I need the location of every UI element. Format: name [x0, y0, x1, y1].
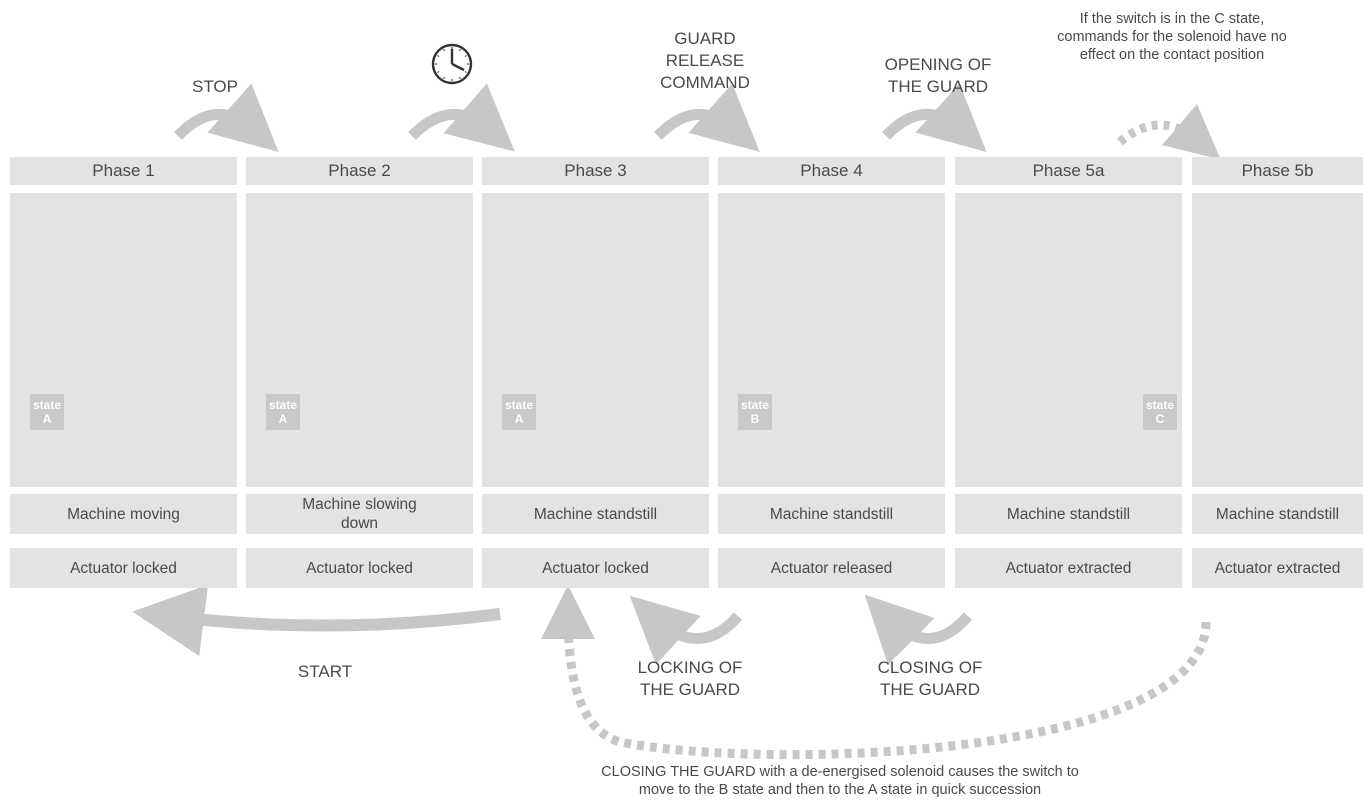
label-stop: STOP: [192, 77, 238, 96]
phase-title: Phase 1: [10, 157, 237, 185]
state-word: state: [1145, 398, 1174, 412]
actuator-status: Actuator locked: [10, 548, 237, 588]
actuator-status: Actuator locked: [482, 548, 709, 588]
phase-title: Phase 5a: [955, 157, 1182, 185]
note-closing-deenergised: CLOSING THE GUARD with a de-energised so…: [601, 764, 1079, 798]
label-guard-release-command: GUARD RELEASE COMMAND: [660, 29, 750, 92]
machine-status: Machine standstill: [1192, 494, 1363, 534]
state-letter: A: [278, 412, 288, 426]
state-word: state: [740, 398, 769, 412]
label-opening-of-guard: OPENING OF THE GUARD: [884, 55, 992, 96]
state-letter: A: [514, 412, 524, 426]
arrow-guard-release: [654, 83, 760, 152]
phase-illustration-panel: [955, 193, 1182, 487]
state-word: state: [32, 398, 61, 412]
state-letter: A: [42, 412, 52, 426]
note-c-state: If the switch is in the C state, command…: [1057, 11, 1287, 63]
phase-title: Phase 3: [482, 157, 709, 185]
phase-title: Phase 5b: [1192, 157, 1363, 185]
phase-illustration-panel: [482, 193, 709, 487]
label-start: START: [297, 662, 353, 681]
phase-illustration-panel: [10, 193, 237, 487]
actuator-status: Actuator released: [718, 548, 945, 588]
actuator-status: Actuator extracted: [1192, 548, 1363, 588]
arrow-locking: [629, 595, 743, 665]
state-word: state: [504, 398, 533, 412]
machine-status: Machine slowing down: [246, 494, 473, 534]
state-letter: B: [750, 412, 760, 426]
phase-title: Phase 2: [246, 157, 473, 185]
machine-status: Machine standstill: [955, 494, 1182, 534]
arrow-opening: [882, 83, 987, 152]
clock-icon: [431, 43, 473, 85]
phase-illustration-panel: [718, 193, 945, 487]
arrow-c-state: [1117, 103, 1221, 160]
actuator-status: Actuator locked: [246, 548, 473, 588]
arrow-closing: [864, 594, 973, 665]
machine-status: Machine standstill: [718, 494, 945, 534]
arrow-start: [132, 584, 501, 657]
arrow-timer: [408, 83, 515, 152]
phase-title: Phase 4: [718, 157, 945, 185]
arrow-closing-deenergised: [541, 585, 1211, 760]
machine-status: Machine standstill: [482, 494, 709, 534]
arrow-stop: [174, 83, 279, 152]
state-word: state: [268, 398, 297, 412]
label-locking-of-guard: LOCKING OF THE GUARD: [637, 658, 743, 699]
phase-illustration-panel: [1192, 193, 1363, 487]
machine-status: Machine moving: [10, 494, 237, 534]
phase-illustration-panel: [246, 193, 473, 487]
state-letter: C: [1155, 412, 1165, 426]
label-closing-of-guard: CLOSING OF THE GUARD: [877, 658, 983, 699]
actuator-status: Actuator extracted: [955, 548, 1182, 588]
